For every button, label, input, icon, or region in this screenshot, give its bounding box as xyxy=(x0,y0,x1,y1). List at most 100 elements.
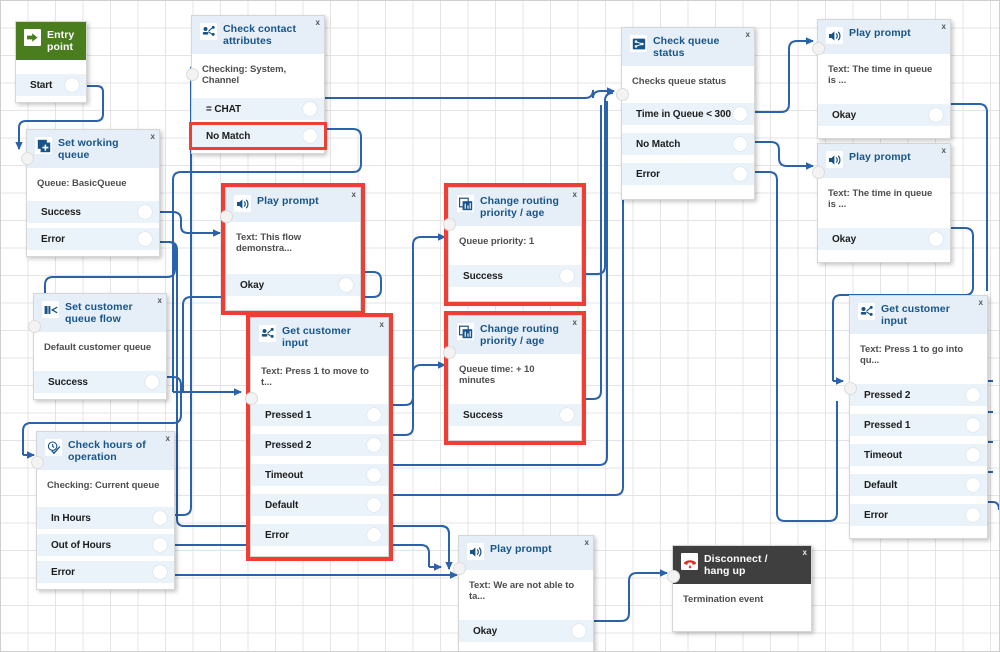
node-play-prompt-queue-time-1[interactable]: x Play prompt Text: The time in queue is… xyxy=(812,19,951,139)
close-icon[interactable]: x xyxy=(941,146,946,155)
port-okay[interactable]: Okay xyxy=(459,620,593,642)
port-time-in-queue[interactable]: Time in Queue < 300 xyxy=(622,103,754,125)
close-icon[interactable]: x xyxy=(584,538,589,547)
port-error[interactable]: Error xyxy=(37,561,174,583)
close-icon[interactable]: x xyxy=(379,320,384,329)
node-change-routing-priority[interactable]: x Change routing priority / age Queue pr… xyxy=(443,183,586,306)
port-is-chat[interactable]: = CHAT xyxy=(192,98,324,120)
port-connector-dot[interactable] xyxy=(65,78,79,92)
node-input-connector[interactable] xyxy=(220,210,233,223)
port-connector-dot[interactable] xyxy=(145,375,159,389)
node-input-connector[interactable] xyxy=(844,382,857,395)
port-connector-dot[interactable] xyxy=(138,232,152,246)
node-input-connector[interactable] xyxy=(443,346,456,359)
node-input-connector[interactable] xyxy=(443,218,456,231)
node-play-prompt-queue-time-2[interactable]: x Play prompt Text: The time in queue is… xyxy=(812,143,951,263)
port-success[interactable]: Success xyxy=(34,371,166,393)
close-icon[interactable]: x xyxy=(315,18,320,27)
port-connector-dot[interactable] xyxy=(367,408,381,422)
close-icon[interactable]: x xyxy=(802,548,807,557)
close-icon[interactable]: x xyxy=(941,22,946,31)
port-success[interactable]: Success xyxy=(449,265,581,287)
port-pressed-1[interactable]: Pressed 1 xyxy=(251,404,388,426)
node-get-customer-input-right[interactable]: x Get customer input Text: Press 1 to go… xyxy=(844,295,988,539)
port-connector-dot[interactable] xyxy=(966,418,980,432)
port-connector-dot[interactable] xyxy=(966,478,980,492)
close-icon[interactable]: x xyxy=(978,298,983,307)
close-icon[interactable]: x xyxy=(572,190,577,199)
port-connector-dot[interactable] xyxy=(572,624,586,638)
port-connector-dot[interactable] xyxy=(367,528,381,542)
node-input-connector[interactable] xyxy=(21,152,34,165)
port-connector-dot[interactable] xyxy=(929,232,943,246)
port-okay[interactable]: Okay xyxy=(226,274,360,296)
port-pressed-2[interactable]: Pressed 2 xyxy=(850,384,987,406)
port-connector-dot[interactable] xyxy=(153,538,167,552)
node-input-connector[interactable] xyxy=(31,456,44,469)
close-icon[interactable]: x xyxy=(745,30,750,39)
port-connector-dot[interactable] xyxy=(339,278,353,292)
port-out-of-hours[interactable]: Out of Hours xyxy=(37,534,174,556)
node-check-queue-status[interactable]: x Check queue status Checks queue status… xyxy=(616,27,755,200)
port-connector-dot[interactable] xyxy=(733,167,747,181)
close-icon[interactable]: x xyxy=(157,296,162,305)
port-timeout[interactable]: Timeout xyxy=(251,464,388,486)
port-connector-dot[interactable] xyxy=(138,205,152,219)
node-input-connector[interactable] xyxy=(667,570,680,583)
port-error[interactable]: Error xyxy=(251,524,388,546)
close-icon[interactable]: x xyxy=(572,318,577,327)
port-connector-dot[interactable] xyxy=(966,388,980,402)
port-connector-dot[interactable] xyxy=(153,511,167,525)
node-input-connector[interactable] xyxy=(245,392,258,405)
port-error[interactable]: Error xyxy=(622,163,754,185)
port-connector-dot[interactable] xyxy=(367,468,381,482)
node-check-hours-of-operation[interactable]: x Check hours of operation Checking: Cur… xyxy=(31,431,175,590)
port-connector-dot[interactable] xyxy=(560,408,574,422)
port-success[interactable]: Success xyxy=(27,201,159,223)
port-connector-dot[interactable] xyxy=(733,107,747,121)
node-play-prompt-unable[interactable]: x Play prompt Text: We are not able to t… xyxy=(453,535,594,651)
port-connector-dot[interactable] xyxy=(303,102,317,116)
port-connector-dot[interactable] xyxy=(966,448,980,462)
port-okay[interactable]: Okay xyxy=(818,104,950,126)
node-entry-point[interactable]: Entry point Start xyxy=(15,21,87,103)
port-no-match[interactable]: No Match xyxy=(622,133,754,155)
port-connector-dot[interactable] xyxy=(733,137,747,151)
port-connector-dot[interactable] xyxy=(966,508,980,522)
port-default[interactable]: Default xyxy=(251,494,388,516)
port-success[interactable]: Success xyxy=(449,404,581,426)
node-set-customer-queue-flow[interactable]: x Set customer queue flow Default custom… xyxy=(28,293,167,400)
node-input-connector[interactable] xyxy=(812,166,825,179)
node-input-connector[interactable] xyxy=(453,562,466,575)
port-pressed-2[interactable]: Pressed 2 xyxy=(251,434,388,456)
node-get-customer-input-left[interactable]: x Get customer input Text: Press 1 to mo… xyxy=(245,313,393,561)
node-input-connector[interactable] xyxy=(28,320,41,333)
port-error[interactable]: Error xyxy=(850,504,987,526)
port-default[interactable]: Default xyxy=(850,474,987,496)
close-icon[interactable]: x xyxy=(351,190,356,199)
port-in-hours[interactable]: In Hours xyxy=(37,507,174,529)
port-pressed-1[interactable]: Pressed 1 xyxy=(850,414,987,436)
port-timeout[interactable]: Timeout xyxy=(850,444,987,466)
port-connector-dot[interactable] xyxy=(303,129,317,143)
port-connector-dot[interactable] xyxy=(153,565,167,579)
node-set-working-queue[interactable]: x Set working queue Queue: BasicQueue Su… xyxy=(21,129,160,257)
port-connector-dot[interactable] xyxy=(367,498,381,512)
node-check-contact-attributes[interactable]: x Check contact attributes Checking: Sys… xyxy=(186,15,327,154)
port-okay[interactable]: Okay xyxy=(818,228,950,250)
close-icon[interactable]: x xyxy=(165,434,170,443)
port-error[interactable]: Error xyxy=(27,228,159,250)
port-start[interactable]: Start xyxy=(16,74,86,96)
port-connector-dot[interactable] xyxy=(929,108,943,122)
node-input-connector[interactable] xyxy=(616,88,629,101)
node-input-connector[interactable] xyxy=(812,42,825,55)
close-icon[interactable]: x xyxy=(150,132,155,141)
node-play-prompt-demo[interactable]: x Play prompt Text: This flow demonstra.… xyxy=(220,183,365,315)
node-disconnect-hang-up[interactable]: x Disconnect / hang up Termination event xyxy=(667,545,812,632)
port-connector-dot[interactable] xyxy=(367,438,381,452)
node-change-routing-age[interactable]: x Change routing priority / age Queue ti… xyxy=(443,311,586,445)
port-connector-dot[interactable] xyxy=(560,269,574,283)
port-no-match[interactable]: No Match xyxy=(189,122,327,150)
node-input-connector[interactable] xyxy=(186,68,199,81)
